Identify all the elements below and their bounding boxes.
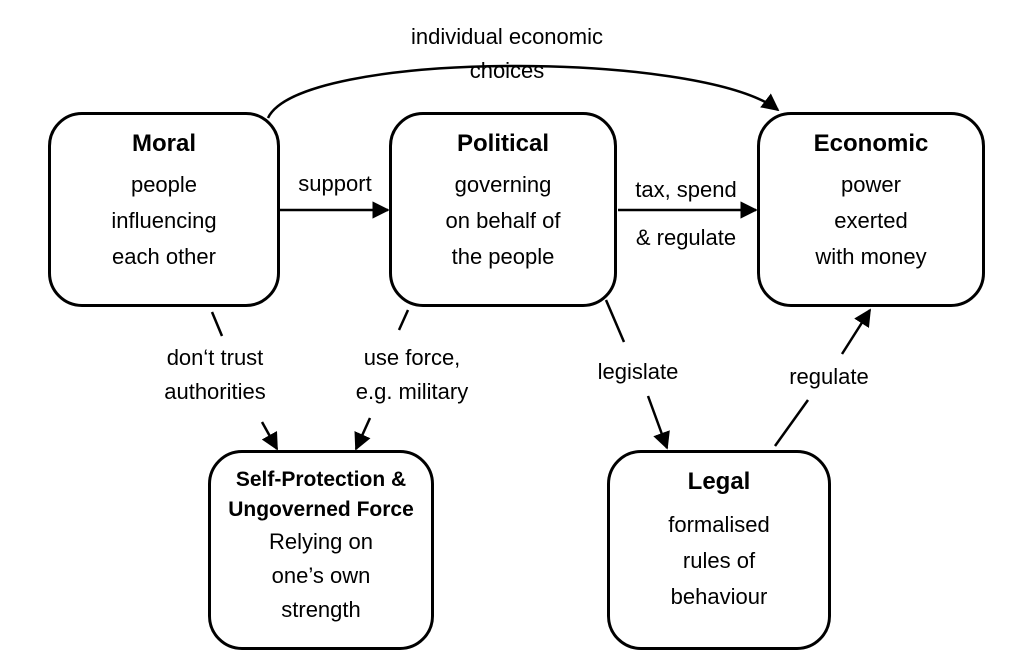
label-regulate: regulate	[772, 360, 886, 394]
economic-description: power exerted with money	[760, 167, 982, 275]
economic-line-2: exerted	[834, 208, 908, 233]
label-dont-trust-authorities: don‘t trust authorities	[140, 341, 290, 409]
political-line-3: the people	[451, 244, 555, 269]
self-protection-line-1: Relying on	[269, 529, 373, 554]
moral-description: people influencing each other	[51, 167, 277, 275]
choices-line-1: individual economic	[411, 24, 603, 49]
political-title: Political	[456, 130, 550, 157]
label-legislate: legislate	[583, 355, 693, 389]
self-protection-title-line-1: Self-Protection &	[235, 468, 407, 491]
legal-line-2: rules of	[682, 548, 756, 573]
box-moral: Moral people influencing each other	[48, 112, 280, 307]
force-line-2: e.g. military	[355, 379, 469, 404]
legal-title: Legal	[687, 468, 751, 495]
self-protection-line-3: strength	[281, 597, 361, 622]
arrow-regulate	[840, 308, 872, 355]
tax-line-2: & regulate	[635, 225, 737, 250]
self-protection-title: Self-Protection & Ungoverned Force	[211, 465, 431, 525]
line-regulate	[773, 399, 810, 447]
line-use-force	[397, 309, 410, 331]
legal-line-1: formalised	[668, 512, 770, 537]
moral-line-2: influencing	[111, 208, 217, 233]
moral-line-1: people	[130, 172, 198, 197]
label-use-force: use force, e.g. military	[330, 341, 494, 409]
moral-title: Moral	[131, 130, 196, 157]
legal-description: formalised rules of behaviour	[610, 507, 828, 615]
box-political: Political governing on behalf of the peo…	[389, 112, 617, 307]
label-support: support	[298, 171, 372, 196]
line-legislate	[604, 299, 626, 343]
arrow-legislate	[646, 395, 670, 450]
distrust-line-2: authorities	[164, 379, 266, 404]
economic-line-3: with money	[815, 244, 927, 269]
arrow-dont-trust	[260, 421, 279, 451]
choices-line-2: choices	[469, 58, 545, 83]
legal-line-3: behaviour	[670, 584, 768, 609]
political-line-1: governing	[454, 172, 552, 197]
self-protection-description: Relying on one’s own strength	[211, 525, 431, 627]
political-line-2: on behalf of	[445, 208, 561, 233]
self-protection-line-2: one’s own	[271, 563, 371, 588]
box-legal: Legal formalised rules of behaviour	[607, 450, 831, 650]
label-tax-spend-regulate: tax, spend & regulate	[616, 166, 756, 262]
line-dont-trust	[210, 311, 224, 337]
arrow-use-force	[354, 417, 372, 451]
political-description: governing on behalf of the people	[392, 167, 614, 275]
force-line-1: use force,	[363, 345, 461, 370]
box-economic: Economic power exerted with money	[757, 112, 985, 307]
economic-title: Economic	[813, 130, 929, 157]
tax-line-1: tax, spend	[635, 177, 737, 202]
economic-line-1: power	[841, 172, 901, 197]
moral-line-3: each other	[112, 244, 216, 269]
arrow-individual-choices	[266, 64, 780, 119]
label-individual-economic-choices: individual economic choices	[377, 20, 637, 88]
box-self-protection: Self-Protection & Ungoverned Force Relyi…	[208, 450, 434, 650]
distrust-line-1: don‘t trust	[166, 345, 264, 370]
self-protection-title-line-2: Ungoverned Force	[228, 498, 414, 521]
